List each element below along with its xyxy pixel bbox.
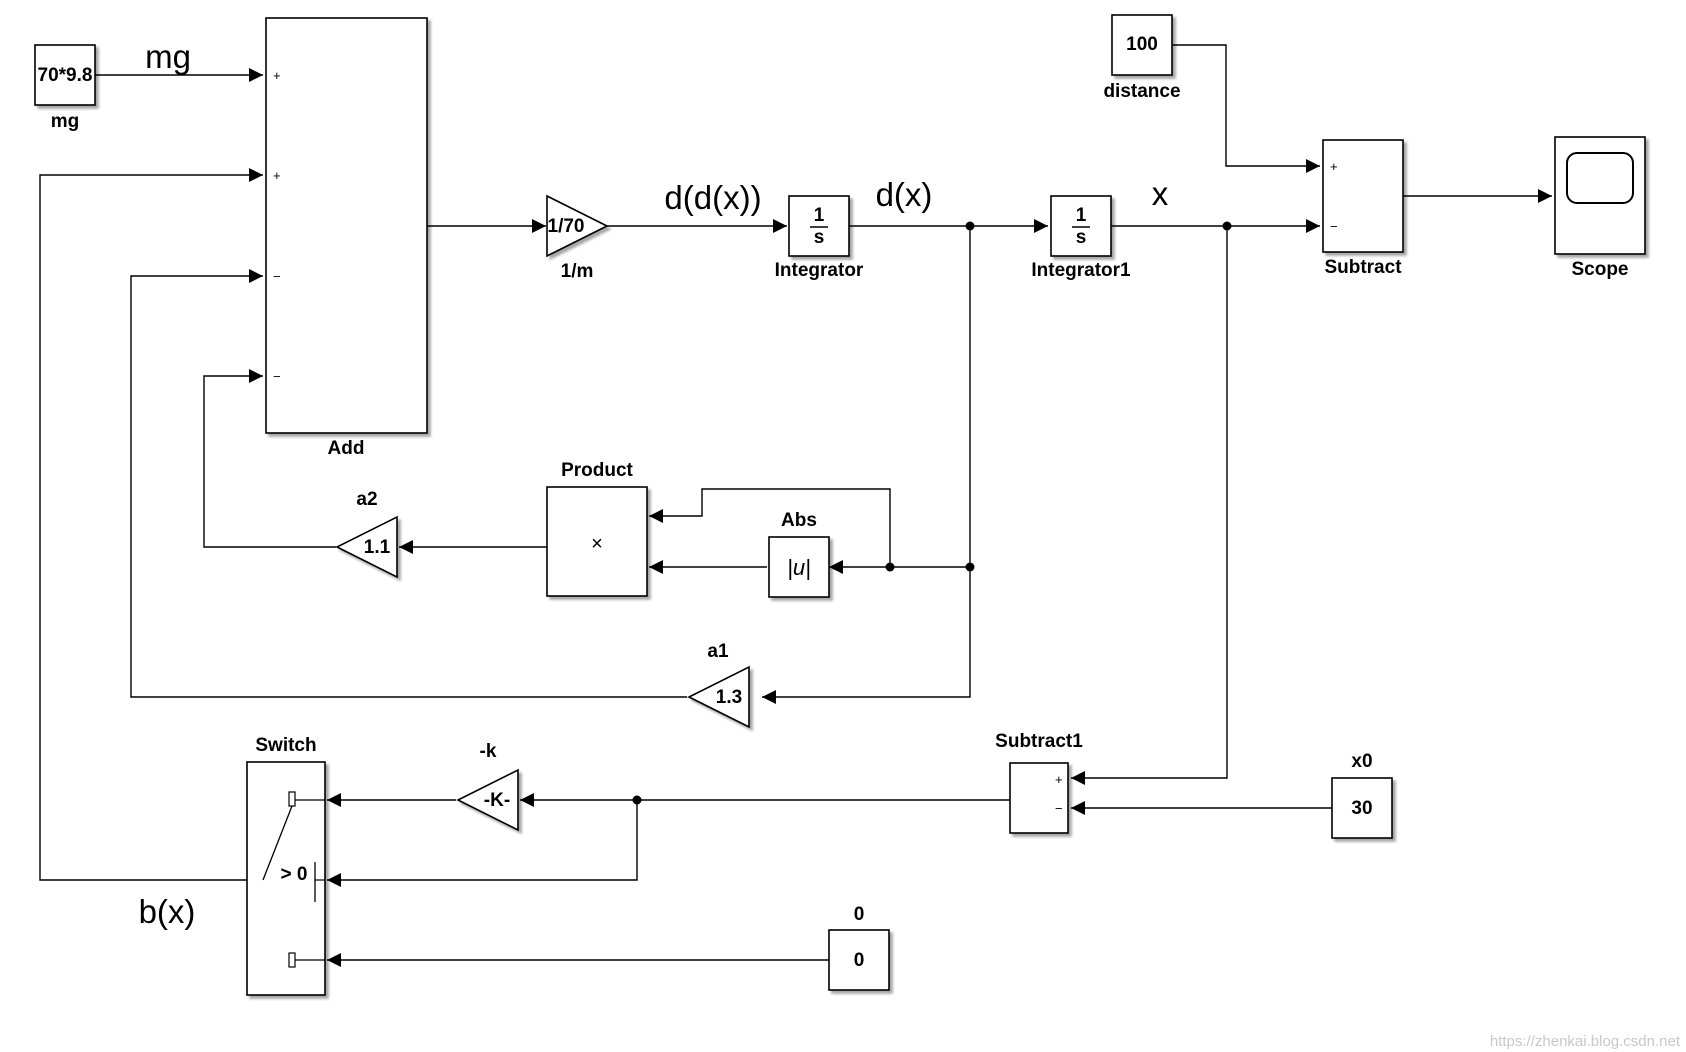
switch-port-icon [288, 952, 296, 968]
junction-dots [632, 221, 1232, 805]
k-gain-value: -K- [484, 790, 510, 811]
a1-gain-block[interactable]: 1.3 a1 [687, 641, 750, 729]
product-multiply-icon: × [591, 533, 603, 555]
junction-dot [885, 562, 895, 572]
junction-dot [965, 221, 975, 231]
switch-label: Switch [255, 735, 316, 756]
wire-x-branch[interactable] [1071, 226, 1228, 785]
abs-symbol-icon: |u| [787, 555, 811, 580]
switch-port-icon [288, 791, 296, 807]
wire-dx-to-product[interactable] [649, 488, 891, 567]
zero-label: 0 [854, 904, 865, 925]
add-port-sign: + [273, 168, 281, 183]
switch-threshold: > 0 [281, 864, 308, 885]
x0-value: 30 [1351, 798, 1372, 819]
integrator-numerator: 1 [814, 205, 825, 226]
inverse-mass-gain-label: 1/m [561, 261, 594, 282]
add-port-sign: − [273, 269, 281, 284]
scope-block[interactable]: Scope [1554, 136, 1646, 280]
wire-a2-feedback[interactable] [203, 369, 336, 548]
a1-gain-value: 1.3 [716, 687, 742, 708]
wire-dx-branch[interactable] [762, 226, 971, 704]
signal-label-mg: mg [145, 38, 191, 75]
x0-label: x0 [1351, 751, 1372, 772]
k-gain-label: -k [480, 741, 497, 762]
signal-wires [39, 44, 1552, 967]
distance-value: 100 [1126, 34, 1158, 55]
watermark: https://zhenkai.blog.csdn.net [1490, 1033, 1681, 1050]
subtract1-port-sign: − [1055, 801, 1063, 816]
k-gain-block[interactable]: -K- -k [456, 741, 519, 832]
wire-error-branch[interactable] [327, 800, 638, 887]
a2-gain-block[interactable]: 1.1 a2 [335, 489, 398, 579]
junction-dot [965, 562, 975, 572]
integrator-block[interactable]: 1 s Integrator [775, 195, 864, 281]
switch-lever-icon [262, 805, 293, 881]
product-block[interactable]: × Product [546, 460, 648, 597]
distance-constant-block[interactable]: 100 distance [1103, 14, 1181, 102]
signal-label-ddx: d(d(x)) [664, 179, 761, 216]
integrator-label: Integrator [775, 260, 864, 281]
signal-label-dx: d(x) [876, 176, 933, 213]
scope-label: Scope [1571, 259, 1628, 280]
subtract1-port-sign: + [1055, 772, 1063, 787]
abs-block[interactable]: |u| Abs [768, 510, 830, 598]
abs-label: Abs [781, 510, 817, 531]
a1-gain-label: a1 [707, 641, 729, 662]
integrator1-denominator: s [1076, 227, 1087, 248]
signal-label-bx: b(x) [139, 893, 196, 930]
inverse-mass-gain-block[interactable]: 1/70 1/m [546, 194, 609, 282]
integrator1-label: Integrator1 [1031, 260, 1131, 281]
subtract1-block[interactable]: + − Subtract1 [995, 731, 1083, 834]
add-port-sign: + [273, 68, 281, 83]
wire-distance[interactable] [1172, 44, 1320, 173]
scope-screen-icon [1566, 152, 1634, 204]
subtract-port-sign: − [1330, 219, 1338, 234]
a2-gain-value: 1.1 [364, 537, 391, 558]
zero-value: 0 [854, 950, 865, 971]
a2-gain-label: a2 [356, 489, 377, 510]
add-port-sign: − [273, 369, 281, 384]
signal-label-x: x [1152, 175, 1169, 212]
distance-label: distance [1103, 81, 1180, 102]
inverse-mass-gain-value: 1/70 [548, 216, 585, 237]
integrator1-numerator: 1 [1076, 205, 1087, 226]
zero-constant-block[interactable]: 0 0 [828, 904, 890, 991]
subtract-block[interactable]: + − Subtract [1322, 139, 1404, 278]
subtract1-label: Subtract1 [995, 731, 1083, 752]
mg-constant-value: 70*9.8 [38, 65, 93, 86]
integrator-denominator: s [814, 227, 825, 248]
mg-constant-block[interactable]: 70*9.8 mg [34, 44, 96, 132]
x0-constant-block[interactable]: 30 x0 [1331, 751, 1393, 839]
switch-block[interactable]: > 0 Switch [246, 735, 326, 996]
add-label: Add [328, 438, 365, 459]
wire-bx[interactable] [39, 168, 263, 881]
junction-dot [1222, 221, 1232, 231]
wire-a1-feedback[interactable] [130, 269, 687, 698]
subtract-port-sign: + [1330, 159, 1338, 174]
junction-dot [632, 795, 642, 805]
add-block[interactable]: + + − − Add [265, 17, 428, 459]
mg-constant-label: mg [51, 111, 80, 132]
integrator1-block[interactable]: 1 s Integrator1 [1031, 195, 1131, 281]
product-label: Product [561, 460, 633, 481]
subtract-label: Subtract [1324, 257, 1402, 278]
